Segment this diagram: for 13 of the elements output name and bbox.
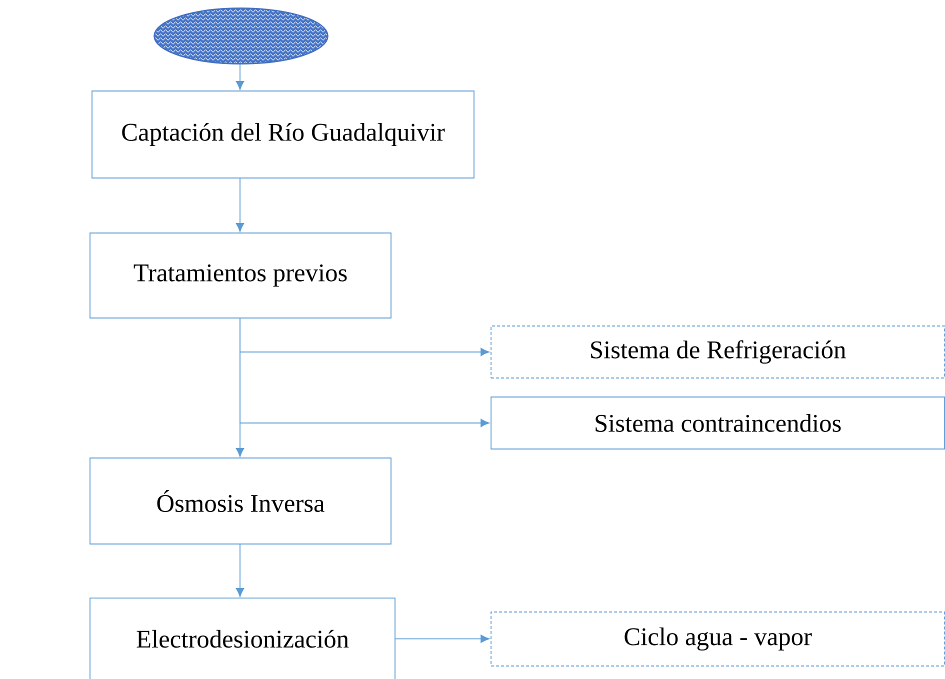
arrow bbox=[236, 544, 244, 597]
process-box: Tratamientos previos bbox=[90, 232, 392, 318]
process-box: Ósmosis Inversa bbox=[90, 458, 392, 544]
arrow bbox=[236, 178, 244, 232]
process-box: Electrodesionización bbox=[90, 598, 396, 679]
arrow bbox=[236, 64, 244, 90]
start-ellipse bbox=[154, 8, 328, 64]
arrow bbox=[236, 318, 244, 457]
dashed-process-box: Ciclo agua - vapor bbox=[490, 612, 945, 666]
process-box: Sistema contraincendios bbox=[490, 396, 945, 450]
process-box: Captación del Río Guadalquivir bbox=[92, 90, 474, 178]
dashed-process-box: Sistema de Refrigeración bbox=[490, 326, 945, 378]
arrow bbox=[395, 634, 490, 643]
